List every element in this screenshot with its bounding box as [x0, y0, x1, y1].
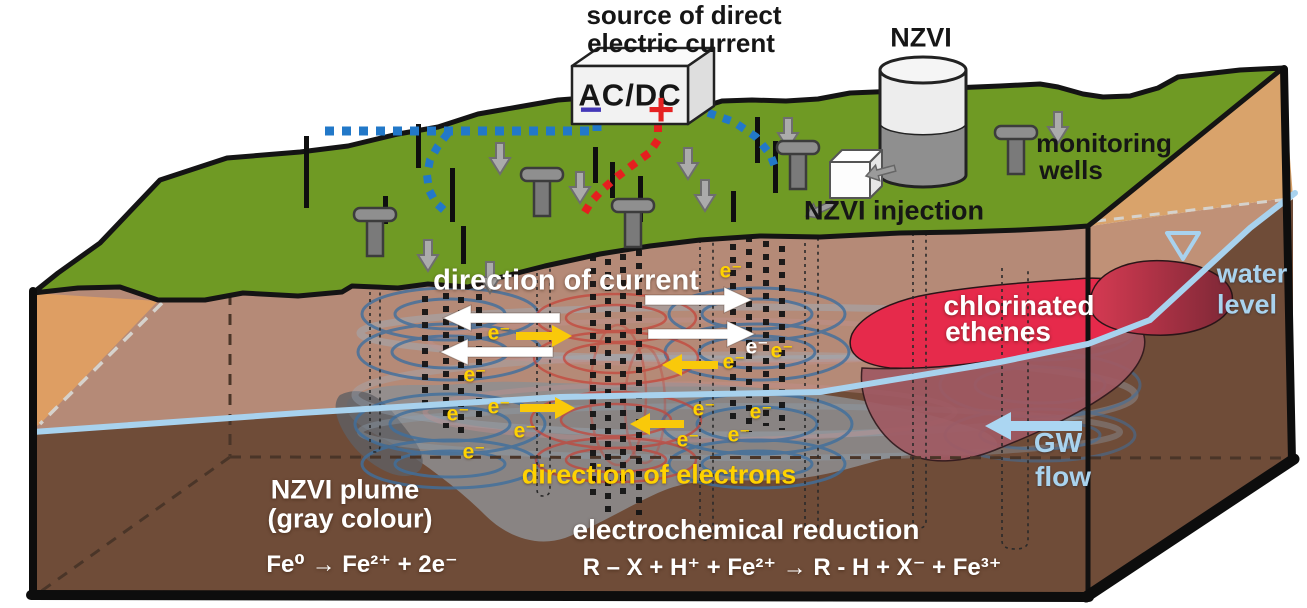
left-face-soil — [33, 293, 158, 428]
electric-field-lines — [351, 286, 1142, 490]
right-face-saturated — [1088, 199, 1293, 598]
water-level-line — [30, 190, 1298, 435]
chlorinated-ethenes-label-line1: chlorinated — [943, 290, 1095, 321]
electron-label: e⁻ — [727, 423, 751, 447]
water-level-label-line2: level — [1216, 289, 1278, 320]
power-source-label-line1: source of direct — [586, 0, 782, 30]
power-source-label-line2: electric current — [587, 28, 775, 58]
nzvi-tank-label: NZVI — [890, 22, 952, 53]
buried-electrode-columns — [422, 236, 785, 515]
injection-unit-icon — [829, 149, 883, 199]
acdc-power-box — [570, 46, 716, 126]
electron-label: e⁻ — [770, 339, 794, 363]
iron-oxidation-equation: Fe⁰ → Fe²⁺ + 2e⁻ — [266, 551, 458, 578]
deep-monitoring-wells — [369, 233, 1029, 550]
gw-flow-label-line1: GW — [1033, 427, 1083, 458]
electron-label: e⁻ — [487, 321, 511, 345]
gw-flow-arrow — [985, 412, 1082, 440]
gw-flow-label-line2: flow — [1035, 461, 1091, 492]
nzvi-tank — [878, 55, 968, 189]
electron-label: e⁻ — [513, 419, 537, 443]
electron-direction-label: direction of electrons — [521, 459, 797, 490]
electron-label: e⁻ — [722, 350, 746, 374]
nzvi-plume-label-line1: NZVI plume — [270, 474, 420, 505]
electron-label: e⁻ — [463, 363, 487, 387]
right-cathode-field-rings — [660, 286, 854, 490]
electron-label: e⁻ — [462, 440, 486, 464]
electrochemical-reduction-label: electrochemical reduction — [572, 514, 920, 545]
positive-wire — [579, 124, 662, 218]
nzvi-plume-label-line2: (gray colour) — [267, 503, 433, 534]
negative-wire-left-drop — [422, 130, 452, 215]
electron-label: e⁻ — [719, 259, 743, 283]
current-direction-arrows — [438, 286, 757, 366]
hidden-box-edges — [39, 294, 1289, 594]
water-level-label-line1: water — [1216, 258, 1288, 289]
monitoring-wells-label-line1: monitoring — [1036, 128, 1172, 158]
positive-terminal-symbol: + — [647, 83, 675, 135]
water-level-triangle-icon — [1165, 231, 1201, 261]
block-outer-edges — [26, 65, 1300, 603]
current-direction-label: direction of current — [433, 264, 699, 297]
electron-label: e⁻ — [487, 395, 511, 419]
electron-label: e⁻ — [749, 400, 773, 424]
electron-label: e⁻ — [446, 402, 470, 426]
electron-label: e⁻ — [692, 397, 716, 421]
grass-surface — [30, 65, 1286, 303]
reduction-equation: R – X + H⁺ + Fe²⁺ → R - H + X⁻ + Fe³⁺ — [582, 554, 1002, 581]
right-face-dashed-layer-line — [1095, 197, 1290, 223]
monitoring-wells-label-line2: wells — [1039, 155, 1103, 185]
electron-direction-arrows — [516, 325, 718, 435]
nzvi-injection-label: NZVI injection — [803, 195, 985, 226]
acdc-box-label: AC/DC — [578, 77, 682, 113]
left-face-dashed-layer-line — [38, 301, 164, 426]
chlorinated-ethenes-label-line2: ethenes — [945, 316, 1051, 347]
negative-terminal-symbol: − — [579, 88, 603, 132]
electron-label: e⁻ — [745, 335, 769, 359]
electron-label: e⁻ — [676, 428, 700, 452]
plume-cross-section-lens — [1089, 259, 1234, 336]
